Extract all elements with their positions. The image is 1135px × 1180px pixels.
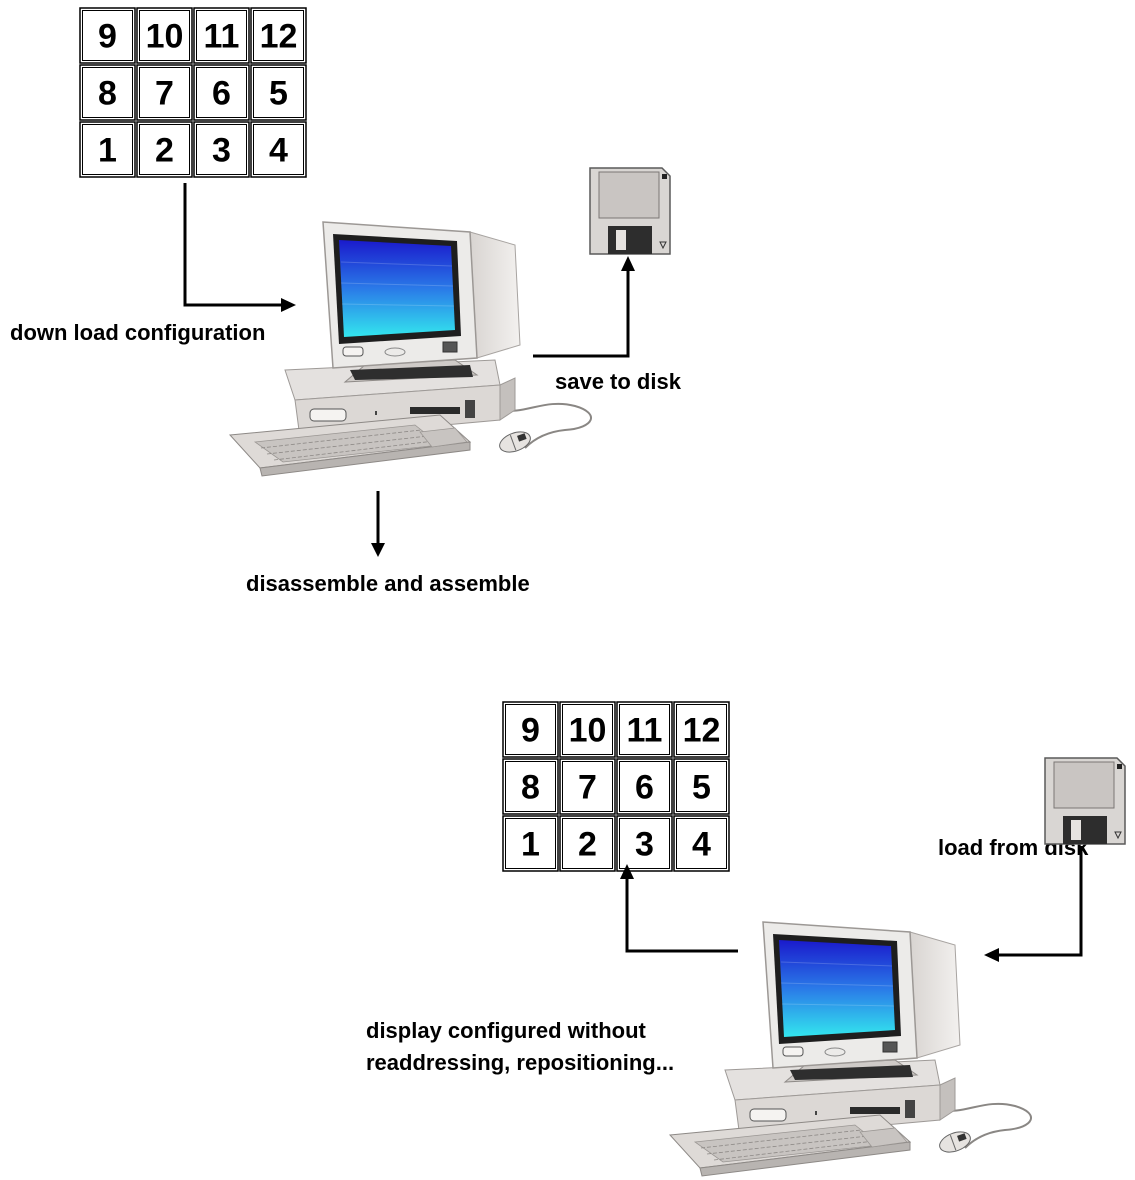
download-label: down load configuration — [10, 320, 265, 345]
grid-cell-11: 11 — [193, 7, 250, 64]
floppy-top-icon — [589, 167, 671, 255]
save-arrow — [533, 256, 635, 358]
grid-cell-8: 8 — [79, 64, 136, 121]
grid-cell-number: 4 — [692, 826, 711, 864]
grid-cell-4: 4 — [673, 815, 730, 872]
display-label-line2: readdressing, repositioning... — [366, 1050, 674, 1075]
grid-cell-3: 3 — [193, 121, 250, 178]
grid-cell-number: 6 — [212, 75, 231, 113]
grid-cell-number: 10 — [569, 712, 607, 750]
grid-cell-5: 5 — [250, 64, 307, 121]
disassemble-label: disassemble and assemble — [246, 571, 530, 596]
grid-cell-number: 5 — [692, 769, 711, 807]
grid-cell-number: 6 — [635, 769, 654, 807]
grid-cell-number: 7 — [155, 75, 174, 113]
grid-cell-11: 11 — [616, 701, 673, 758]
computer-top-icon — [229, 221, 593, 477]
grid-cell-1: 1 — [79, 121, 136, 178]
grid-cell-number: 8 — [98, 75, 117, 113]
save-label: save to disk — [555, 369, 682, 394]
grid-cell-4: 4 — [250, 121, 307, 178]
grid-cell-7: 7 — [136, 64, 193, 121]
grid-cell-9: 9 — [502, 701, 559, 758]
computer-bottom-icon — [669, 921, 1033, 1177]
grid-cell-number: 3 — [212, 132, 231, 170]
load-arrow — [984, 846, 1083, 962]
grid-cell-6: 6 — [193, 64, 250, 121]
grid-cell-10: 10 — [136, 7, 193, 64]
grid-cell-number: 11 — [627, 712, 663, 750]
grid-cell-number: 4 — [269, 132, 288, 170]
grid-cell-number: 9 — [98, 18, 117, 56]
grid-cell-number: 5 — [269, 75, 288, 113]
grid-cell-number: 11 — [204, 18, 240, 56]
grid-cell-number: 1 — [98, 132, 117, 170]
grid-cell-number: 1 — [521, 826, 540, 864]
grid-cell-number: 12 — [683, 712, 721, 750]
grid-cell-number: 12 — [260, 18, 298, 56]
grid-cell-2: 2 — [136, 121, 193, 178]
grid-cell-number: 10 — [146, 18, 184, 56]
grid-cell-1: 1 — [502, 815, 559, 872]
display-arrow — [620, 864, 738, 953]
grid-cell-number: 7 — [578, 769, 597, 807]
grid-cell-12: 12 — [250, 7, 307, 64]
grid-cell-number: 8 — [521, 769, 540, 807]
grid-cell-3: 3 — [616, 815, 673, 872]
grid-cell-12: 12 — [673, 701, 730, 758]
grid-cell-number: 3 — [635, 826, 654, 864]
display-label-line1: display configured without — [366, 1018, 647, 1043]
disassemble-arrow — [371, 491, 385, 557]
grid-cell-7: 7 — [559, 758, 616, 815]
grid-cell-9: 9 — [79, 7, 136, 64]
grid-cell-8: 8 — [502, 758, 559, 815]
grid-cell-number: 2 — [578, 826, 597, 864]
grid-cell-number: 2 — [155, 132, 174, 170]
grid-cell-5: 5 — [673, 758, 730, 815]
grid-cell-2: 2 — [559, 815, 616, 872]
floppy-bottom-icon — [1044, 757, 1126, 845]
grid-cell-number: 9 — [521, 712, 540, 750]
download-arrow — [183, 183, 296, 312]
grid-cell-10: 10 — [559, 701, 616, 758]
grid-cell-6: 6 — [616, 758, 673, 815]
